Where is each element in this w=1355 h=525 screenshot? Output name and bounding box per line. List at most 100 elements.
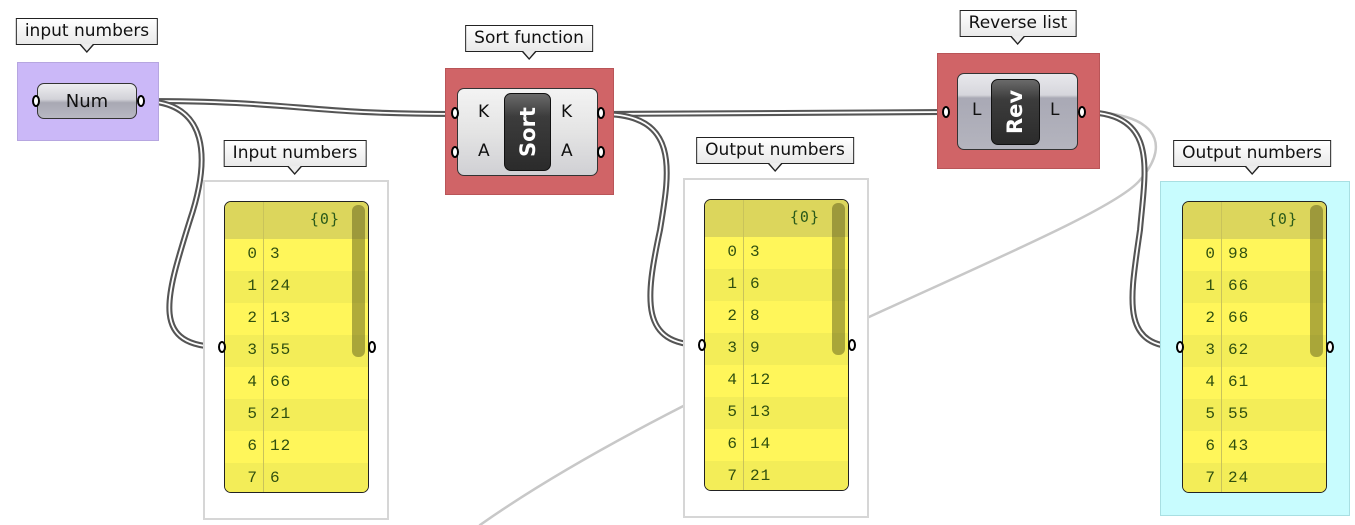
panel-row-index: 0 [1205, 245, 1215, 263]
panel-row-value: 6 [750, 275, 761, 293]
panel-row: 1 66 [1183, 271, 1326, 303]
rev-component-core[interactable]: Rev [991, 79, 1040, 145]
reverse-list-group-label: Reverse list [959, 10, 1077, 45]
panel-row-value: 13 [750, 403, 772, 421]
panel-path-header: {0} [225, 202, 368, 239]
panel-row-value: 3 [750, 243, 761, 261]
panel-scrollbar[interactable] [1310, 205, 1323, 357]
rev-input-l-label: L [972, 100, 982, 120]
panel-row-index: 7 [247, 469, 257, 487]
panel-row-index: 4 [247, 373, 257, 391]
sort-input-a-grip[interactable] [451, 146, 459, 158]
number-parameter-label: Num [65, 90, 109, 112]
panel-row-index: 0 [727, 243, 737, 261]
panel-path: {0} [789, 208, 820, 226]
panel-scrollbar[interactable] [832, 203, 845, 355]
panel-row-value: 55 [270, 341, 292, 359]
panel-scrollbar[interactable] [352, 205, 365, 357]
panel-row-value: 66 [270, 373, 292, 391]
panel-row-index: 1 [1205, 277, 1215, 295]
num-output-grip[interactable] [137, 95, 145, 107]
panel-row-index: 6 [727, 435, 737, 453]
panel-row-value: 62 [1228, 341, 1250, 359]
sort-output-a-grip[interactable] [597, 146, 605, 158]
sort-input-a-label: A [478, 141, 490, 161]
sort-input-k-label: K [478, 102, 490, 122]
panel-row-value: 24 [270, 277, 292, 295]
panel-row-value: 6 [270, 469, 281, 487]
panel-row-index: 4 [727, 371, 737, 389]
number-parameter[interactable]: Num [37, 83, 137, 119]
panel-row-value: 14 [750, 435, 772, 453]
panel-row-index: 7 [1205, 469, 1215, 487]
panel-row: 4 12 [705, 365, 848, 397]
panel-row-index: 4 [1205, 373, 1215, 391]
rev-output-l-grip[interactable] [1078, 106, 1086, 118]
sorted-panel-output-grip[interactable] [848, 339, 856, 351]
panel-row-value: 21 [270, 405, 292, 423]
panel-row-index: 6 [247, 437, 257, 455]
num-input-grip[interactable] [32, 95, 40, 107]
sort-input-k-grip[interactable] [451, 107, 459, 119]
panel-row-index: 1 [247, 277, 257, 295]
sort-output-a-label: A [561, 141, 573, 161]
panel-row: 6 12 [225, 431, 368, 463]
panel-row-index: 5 [727, 403, 737, 421]
panel-row-index: 7 [727, 467, 737, 485]
panel-row-index: 2 [727, 307, 737, 325]
panel-path: {0} [309, 210, 340, 228]
panel-row-index: 3 [1205, 341, 1215, 359]
sorted-panel-group-label: Output numbers [696, 137, 854, 172]
panel-row: 7 24 [1183, 463, 1326, 492]
panel-row-value: 3 [270, 245, 281, 263]
sort-list-component[interactable]: K A Sort K A [457, 88, 598, 176]
sort-output-k-grip[interactable] [597, 107, 605, 119]
input-panel-group-label: Input numbers [223, 140, 367, 175]
panel-row: 4 61 [1183, 367, 1326, 399]
panel-row-index: 2 [247, 309, 257, 327]
panel-row: 1 24 [225, 271, 368, 303]
panel-row: 3 62 [1183, 335, 1326, 367]
panel-row-index: 6 [1205, 437, 1215, 455]
panel-row: 5 13 [705, 397, 848, 429]
panel-row-value: 8 [750, 307, 761, 325]
panel-index-divider [263, 202, 264, 492]
reversed-panel-output-grip[interactable] [1326, 341, 1334, 353]
panel-row: 6 14 [705, 429, 848, 461]
panel-row-value: 66 [1228, 277, 1250, 295]
input-panel-output-grip[interactable] [368, 341, 376, 353]
panel-row-index: 1 [727, 275, 737, 293]
panel-row-value: 12 [270, 437, 292, 455]
rev-input-l-grip[interactable] [942, 106, 950, 118]
wire-num-to-sort[interactable] [141, 98, 456, 117]
panel-row-value: 9 [750, 339, 761, 357]
input-panel-input-grip[interactable] [218, 341, 226, 353]
reversed-panel-group-label: Output numbers [1173, 140, 1331, 175]
panel-row-value: 61 [1228, 373, 1250, 391]
panel-row-value: 12 [750, 371, 772, 389]
panel-row: 2 13 [225, 303, 368, 335]
panel-row-index: 0 [247, 245, 257, 263]
panel-index-divider [743, 200, 744, 490]
reversed-panel-input-grip[interactable] [1176, 341, 1184, 353]
panel-row-value: 13 [270, 309, 292, 327]
panel-row-index: 2 [1205, 309, 1215, 327]
panel-index-divider [1221, 202, 1222, 492]
sorted-panel-input-grip[interactable] [698, 339, 706, 351]
reverse-list-component[interactable]: L Rev L [957, 73, 1078, 150]
wire-sort-to-rev[interactable] [601, 109, 947, 117]
panel-row-value: 21 [750, 467, 772, 485]
panel-path-header: {0} [1183, 202, 1326, 239]
sort-component-core[interactable]: Sort [504, 93, 551, 171]
panel-row-value: 24 [1228, 469, 1250, 487]
